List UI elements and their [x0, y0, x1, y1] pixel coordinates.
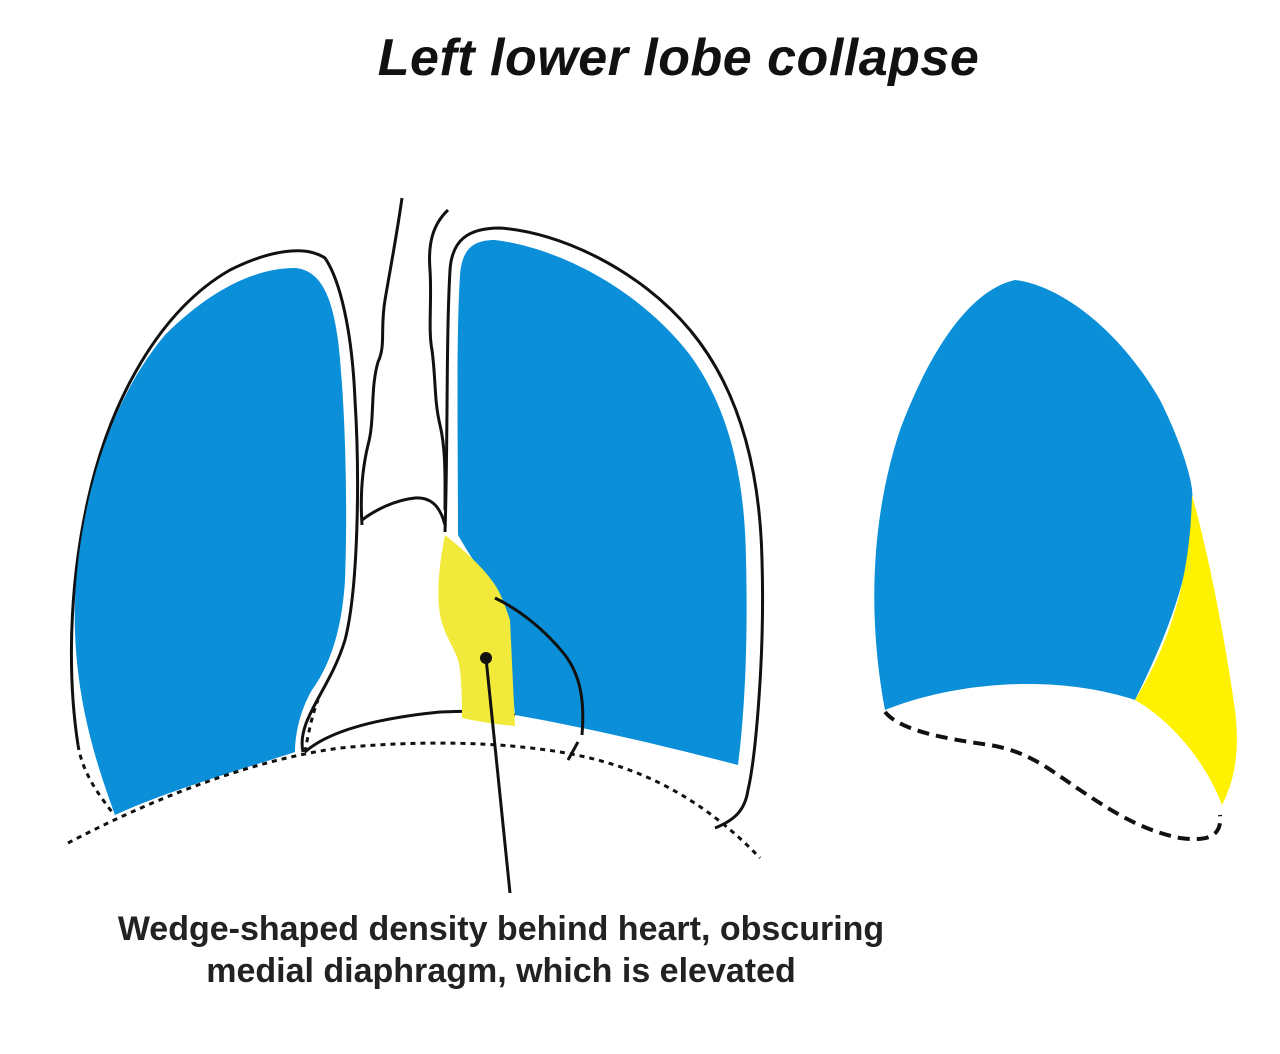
lateral-view [874, 280, 1237, 842]
diaphragm-dashed-line [67, 741, 762, 860]
frontal-view [67, 197, 765, 894]
right-cardiac-dash [303, 699, 320, 753]
lateral-lung-fill [874, 280, 1193, 710]
collapsed-lobe-fill [438, 535, 515, 726]
caption-line-1: Wedge-shaped density behind heart, obscu… [117, 910, 885, 948]
lateral-collapse-fill [1135, 495, 1237, 805]
aortic-arch-line [361, 496, 447, 526]
trachea-right-wall [428, 208, 450, 511]
callout-leader [484, 657, 512, 894]
left-lung-outline [443, 226, 765, 830]
diagram-title: Left lower lobe collapse [377, 29, 980, 87]
lateral-diaphragm-dashed-line [883, 710, 1223, 842]
fissure-dash [566, 741, 580, 761]
caption-line-2: medial diaphragm, which is elevated [206, 952, 796, 990]
left-lung-fill [457, 240, 747, 765]
right-lung-outline [69, 249, 360, 753]
diagram-caption: Wedge-shaped density behind heart, obscu… [100, 908, 902, 992]
fissure-line [494, 596, 585, 736]
trachea-left-wall [359, 197, 404, 526]
right-lung-fill [74, 268, 347, 815]
